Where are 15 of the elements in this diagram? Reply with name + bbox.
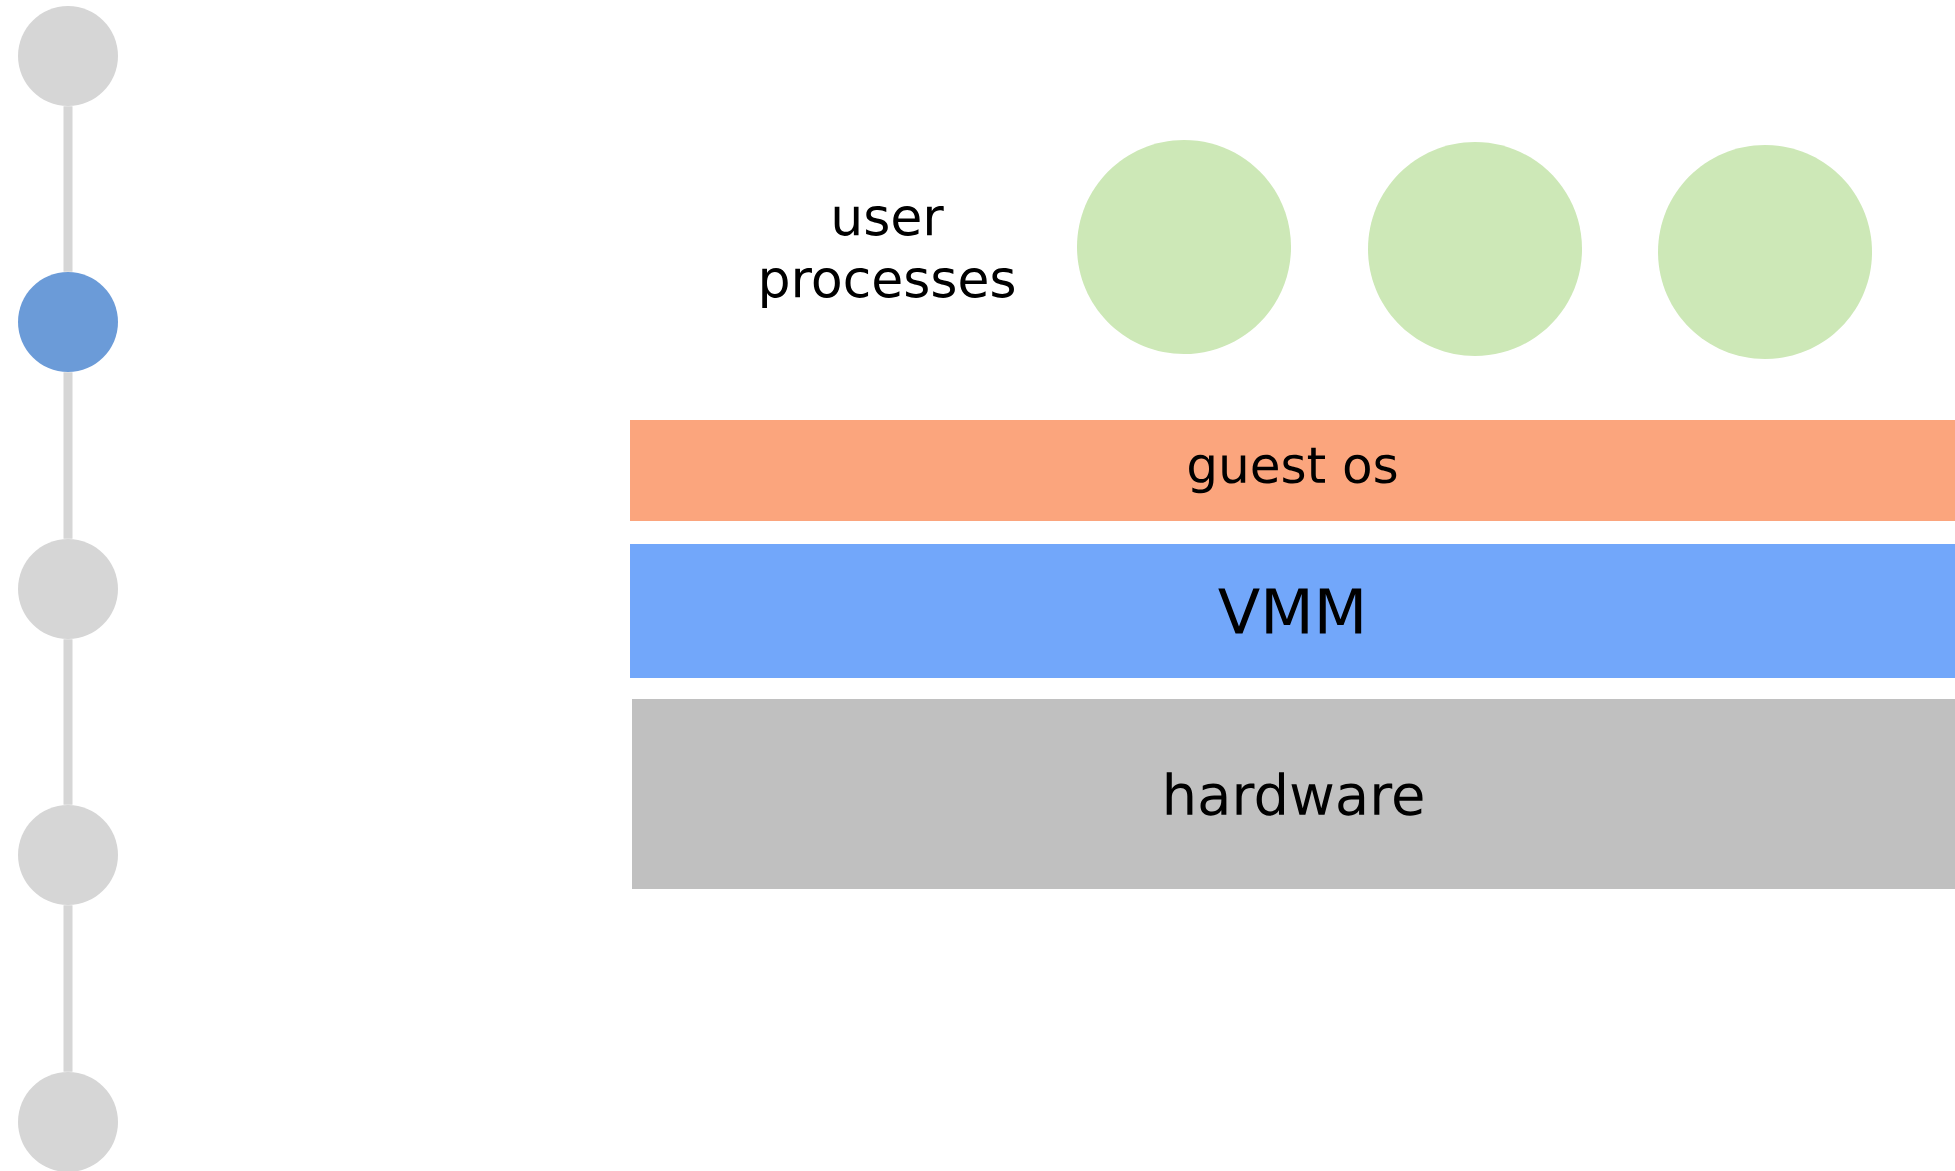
process-circle (1658, 145, 1872, 359)
guest-os-band: guest os (630, 420, 1955, 521)
timeline-line (63, 639, 73, 805)
layer-label: user processes (762, 206, 1014, 308)
timeline-line (63, 372, 73, 539)
hardware-band: hardware (632, 699, 1955, 889)
process-circle (1077, 140, 1291, 354)
process-circle (1368, 142, 1582, 356)
timeline-dot (18, 805, 118, 905)
timeline-line (63, 905, 73, 1072)
timeline-line (63, 106, 73, 272)
vmm-band: VMM (630, 544, 1955, 678)
timeline-dot (18, 6, 118, 106)
timeline-dot (18, 272, 118, 372)
timeline-dot (18, 539, 118, 639)
